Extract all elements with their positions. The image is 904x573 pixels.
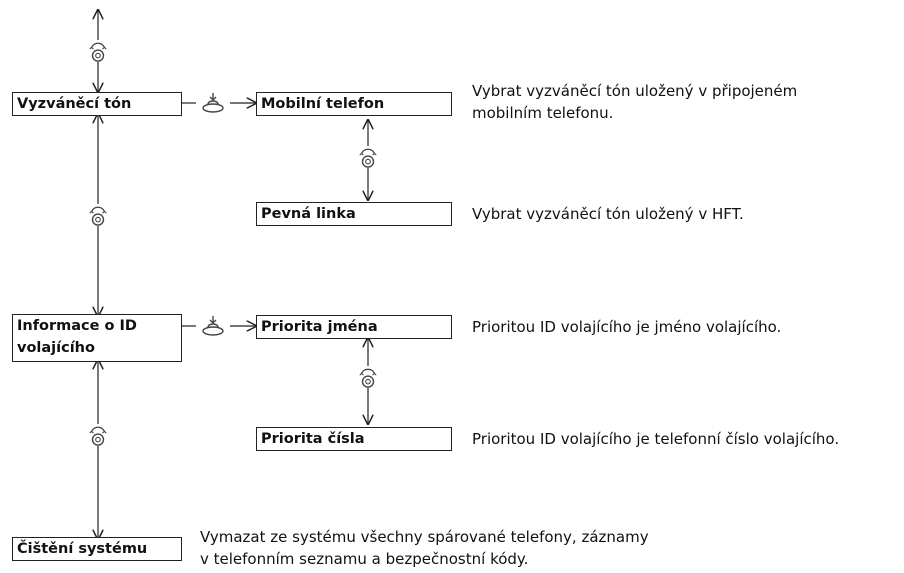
option-landline: Pevná linka: [256, 202, 452, 226]
description-system-clear: Vymazat ze systému všechny spárované tel…: [200, 526, 649, 570]
knob-press-icon: [202, 92, 224, 113]
description-mobile-phone: Vybrat vyzváněcí tón uložený v připojené…: [472, 80, 797, 124]
rotary-knob-icon: [358, 146, 378, 168]
description-line: Vybrat vyzváněcí tón uložený v HFT.: [472, 205, 744, 223]
description-line: Prioritou ID volajícího je jméno volajíc…: [472, 318, 782, 336]
rotary-knob-icon: [88, 204, 108, 226]
rotary-knob-icon: [88, 40, 108, 62]
description-line: Prioritou ID volajícího je telefonní čís…: [472, 430, 840, 448]
menu-item-system-clear: Čištění systému: [12, 537, 182, 561]
description-landline: Vybrat vyzváněcí tón uložený v HFT.: [472, 203, 744, 225]
submenu-connectors: [182, 103, 256, 326]
menu-item-caller-id-line-2: volajícího: [17, 340, 95, 356]
menu-item-caller-id-line-1: Informace o ID: [17, 318, 137, 334]
knob-press-icon: [202, 315, 224, 336]
description-line: mobilním telefonu.: [472, 104, 614, 122]
description-line: v telefonním seznamu a bezpečnostní kódy…: [200, 550, 529, 568]
rotary-knob-icon: [88, 424, 108, 446]
description-line: Vymazat ze systému všechny spárované tel…: [200, 528, 649, 546]
rotary-knob-icon: [358, 366, 378, 388]
description-line: Vybrat vyzváněcí tón uložený v připojené…: [472, 82, 798, 100]
menu-item-ringtone: Vyzváněcí tón: [12, 92, 182, 116]
description-number-priority: Prioritou ID volajícího je telefonní čís…: [472, 428, 839, 450]
description-name-priority: Prioritou ID volajícího je jméno volajíc…: [472, 316, 781, 338]
option-number-priority: Priorita čísla: [256, 427, 452, 451]
menu-item-caller-id: Informace o ID volajícího: [12, 314, 182, 362]
option-mobile-phone: Mobilní telefon: [256, 92, 452, 116]
option-name-priority: Priorita jména: [256, 315, 452, 339]
